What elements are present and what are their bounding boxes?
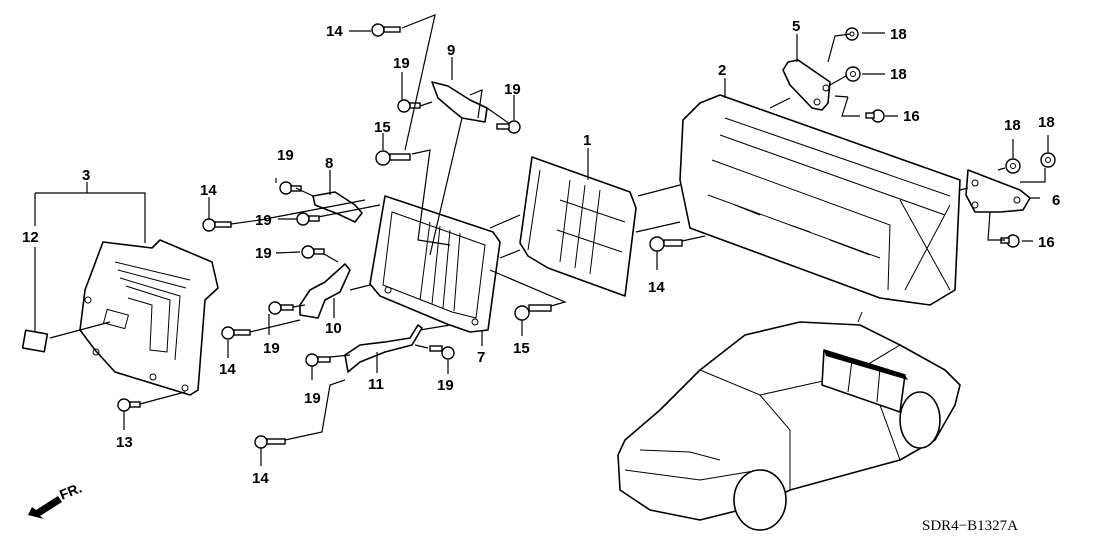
part-1-module[interactable]	[519, 156, 637, 297]
callout-12[interactable]: 12	[22, 229, 39, 246]
bolt-19-8-bottom[interactable]	[296, 212, 320, 226]
nut-18-d[interactable]	[1040, 152, 1056, 168]
bolt-14-box[interactable]	[649, 236, 683, 252]
nut-18-c[interactable]	[1005, 158, 1021, 174]
callout-18-a[interactable]: 18	[890, 26, 907, 43]
callout-19-9-left[interactable]: 19	[393, 55, 410, 72]
front-label: FR.	[57, 479, 84, 502]
callout-14-box[interactable]: 14	[648, 279, 665, 296]
callout-18-d[interactable]: 18	[1038, 114, 1055, 131]
callout-19-9-right[interactable]: 19	[504, 81, 521, 98]
callout-16-a[interactable]: 16	[903, 108, 920, 125]
callout-19-mid[interactable]: 19	[255, 245, 272, 262]
bolt-19-11-left[interactable]	[305, 353, 331, 367]
part-3-cover[interactable]	[79, 239, 219, 396]
callout-15-top[interactable]: 15	[374, 119, 391, 136]
part-6-bracket[interactable]	[965, 169, 1031, 213]
callout-19-10[interactable]: 19	[263, 340, 280, 357]
callout-14-bottom[interactable]: 14	[252, 470, 269, 487]
callout-16-b[interactable]: 16	[1038, 234, 1055, 251]
callout-14-top[interactable]: 14	[326, 23, 343, 40]
front-direction-indicator: FR.	[28, 479, 84, 519]
callout-2[interactable]: 2	[718, 62, 726, 79]
callout-1[interactable]: 1	[583, 132, 591, 149]
bolt-19-10[interactable]	[268, 301, 294, 315]
callout-9[interactable]: 9	[447, 42, 455, 59]
callout-18-b[interactable]: 18	[890, 66, 907, 83]
callout-11[interactable]: 11	[368, 376, 384, 393]
part-2-box[interactable]	[679, 94, 961, 306]
bolt-19-9-right[interactable]	[496, 120, 521, 134]
part-11-bracket[interactable]	[344, 324, 423, 373]
front-arrow-icon	[28, 496, 62, 519]
bolt-14-10[interactable]	[221, 326, 251, 340]
bolt-14-bottom[interactable]	[254, 435, 286, 449]
part-10-bracket[interactable]	[299, 263, 351, 319]
callout-6[interactable]: 6	[1052, 192, 1060, 209]
bolt-13[interactable]	[117, 398, 141, 412]
bolt-16-a[interactable]	[865, 109, 885, 123]
callout-19-11-left[interactable]: 19	[304, 390, 321, 407]
bolt-19-9-left[interactable]	[397, 99, 421, 113]
callout-5[interactable]: 5	[792, 18, 800, 35]
bolt-14-left[interactable]	[202, 218, 232, 232]
callout-3[interactable]: 3	[82, 167, 90, 184]
callout-19-8-bottom[interactable]: 19	[255, 212, 272, 229]
bolt-19-11-right[interactable]	[429, 345, 455, 360]
bolt-15-lower[interactable]	[514, 304, 552, 321]
part-8-bracket[interactable]	[312, 191, 363, 223]
callout-19-8-top[interactable]: 19	[277, 147, 294, 164]
callout-18-c[interactable]: 18	[1004, 117, 1021, 134]
callout-14-mid[interactable]: 14	[219, 361, 236, 378]
callout-15-lower[interactable]: 15	[513, 340, 530, 357]
leader-lines	[34, 14, 1049, 466]
bolt-19-mid[interactable]	[301, 245, 325, 259]
part-5-bracket[interactable]	[782, 59, 831, 111]
vehicle-location-illustration	[617, 311, 961, 531]
part-9-bracket[interactable]	[431, 81, 488, 123]
part-12-label[interactable]	[21, 329, 49, 353]
callout-labels: 1 2 3 5 6 7 8 9 10 11 12 13 14 14 14 14 …	[22, 18, 1060, 487]
battery-box-top-shade	[824, 350, 908, 380]
callout-10[interactable]: 10	[325, 320, 342, 337]
battery-box-highlight	[821, 349, 906, 413]
bolt-16-b[interactable]	[1000, 234, 1020, 248]
callout-13[interactable]: 13	[116, 434, 133, 451]
bolt-14-top[interactable]	[371, 23, 401, 37]
callout-19-11-right[interactable]: 19	[437, 377, 454, 394]
callout-14-left[interactable]: 14	[200, 182, 217, 199]
callout-7[interactable]: 7	[477, 349, 485, 366]
diagram-code: SDR4−B1327A	[922, 518, 1018, 534]
callout-8[interactable]: 8	[325, 155, 333, 172]
part-7-frame[interactable]	[369, 195, 501, 333]
nut-18-b[interactable]	[845, 66, 861, 82]
bolt-15-top[interactable]	[375, 150, 411, 166]
bolt-19-8-top[interactable]	[279, 181, 302, 195]
